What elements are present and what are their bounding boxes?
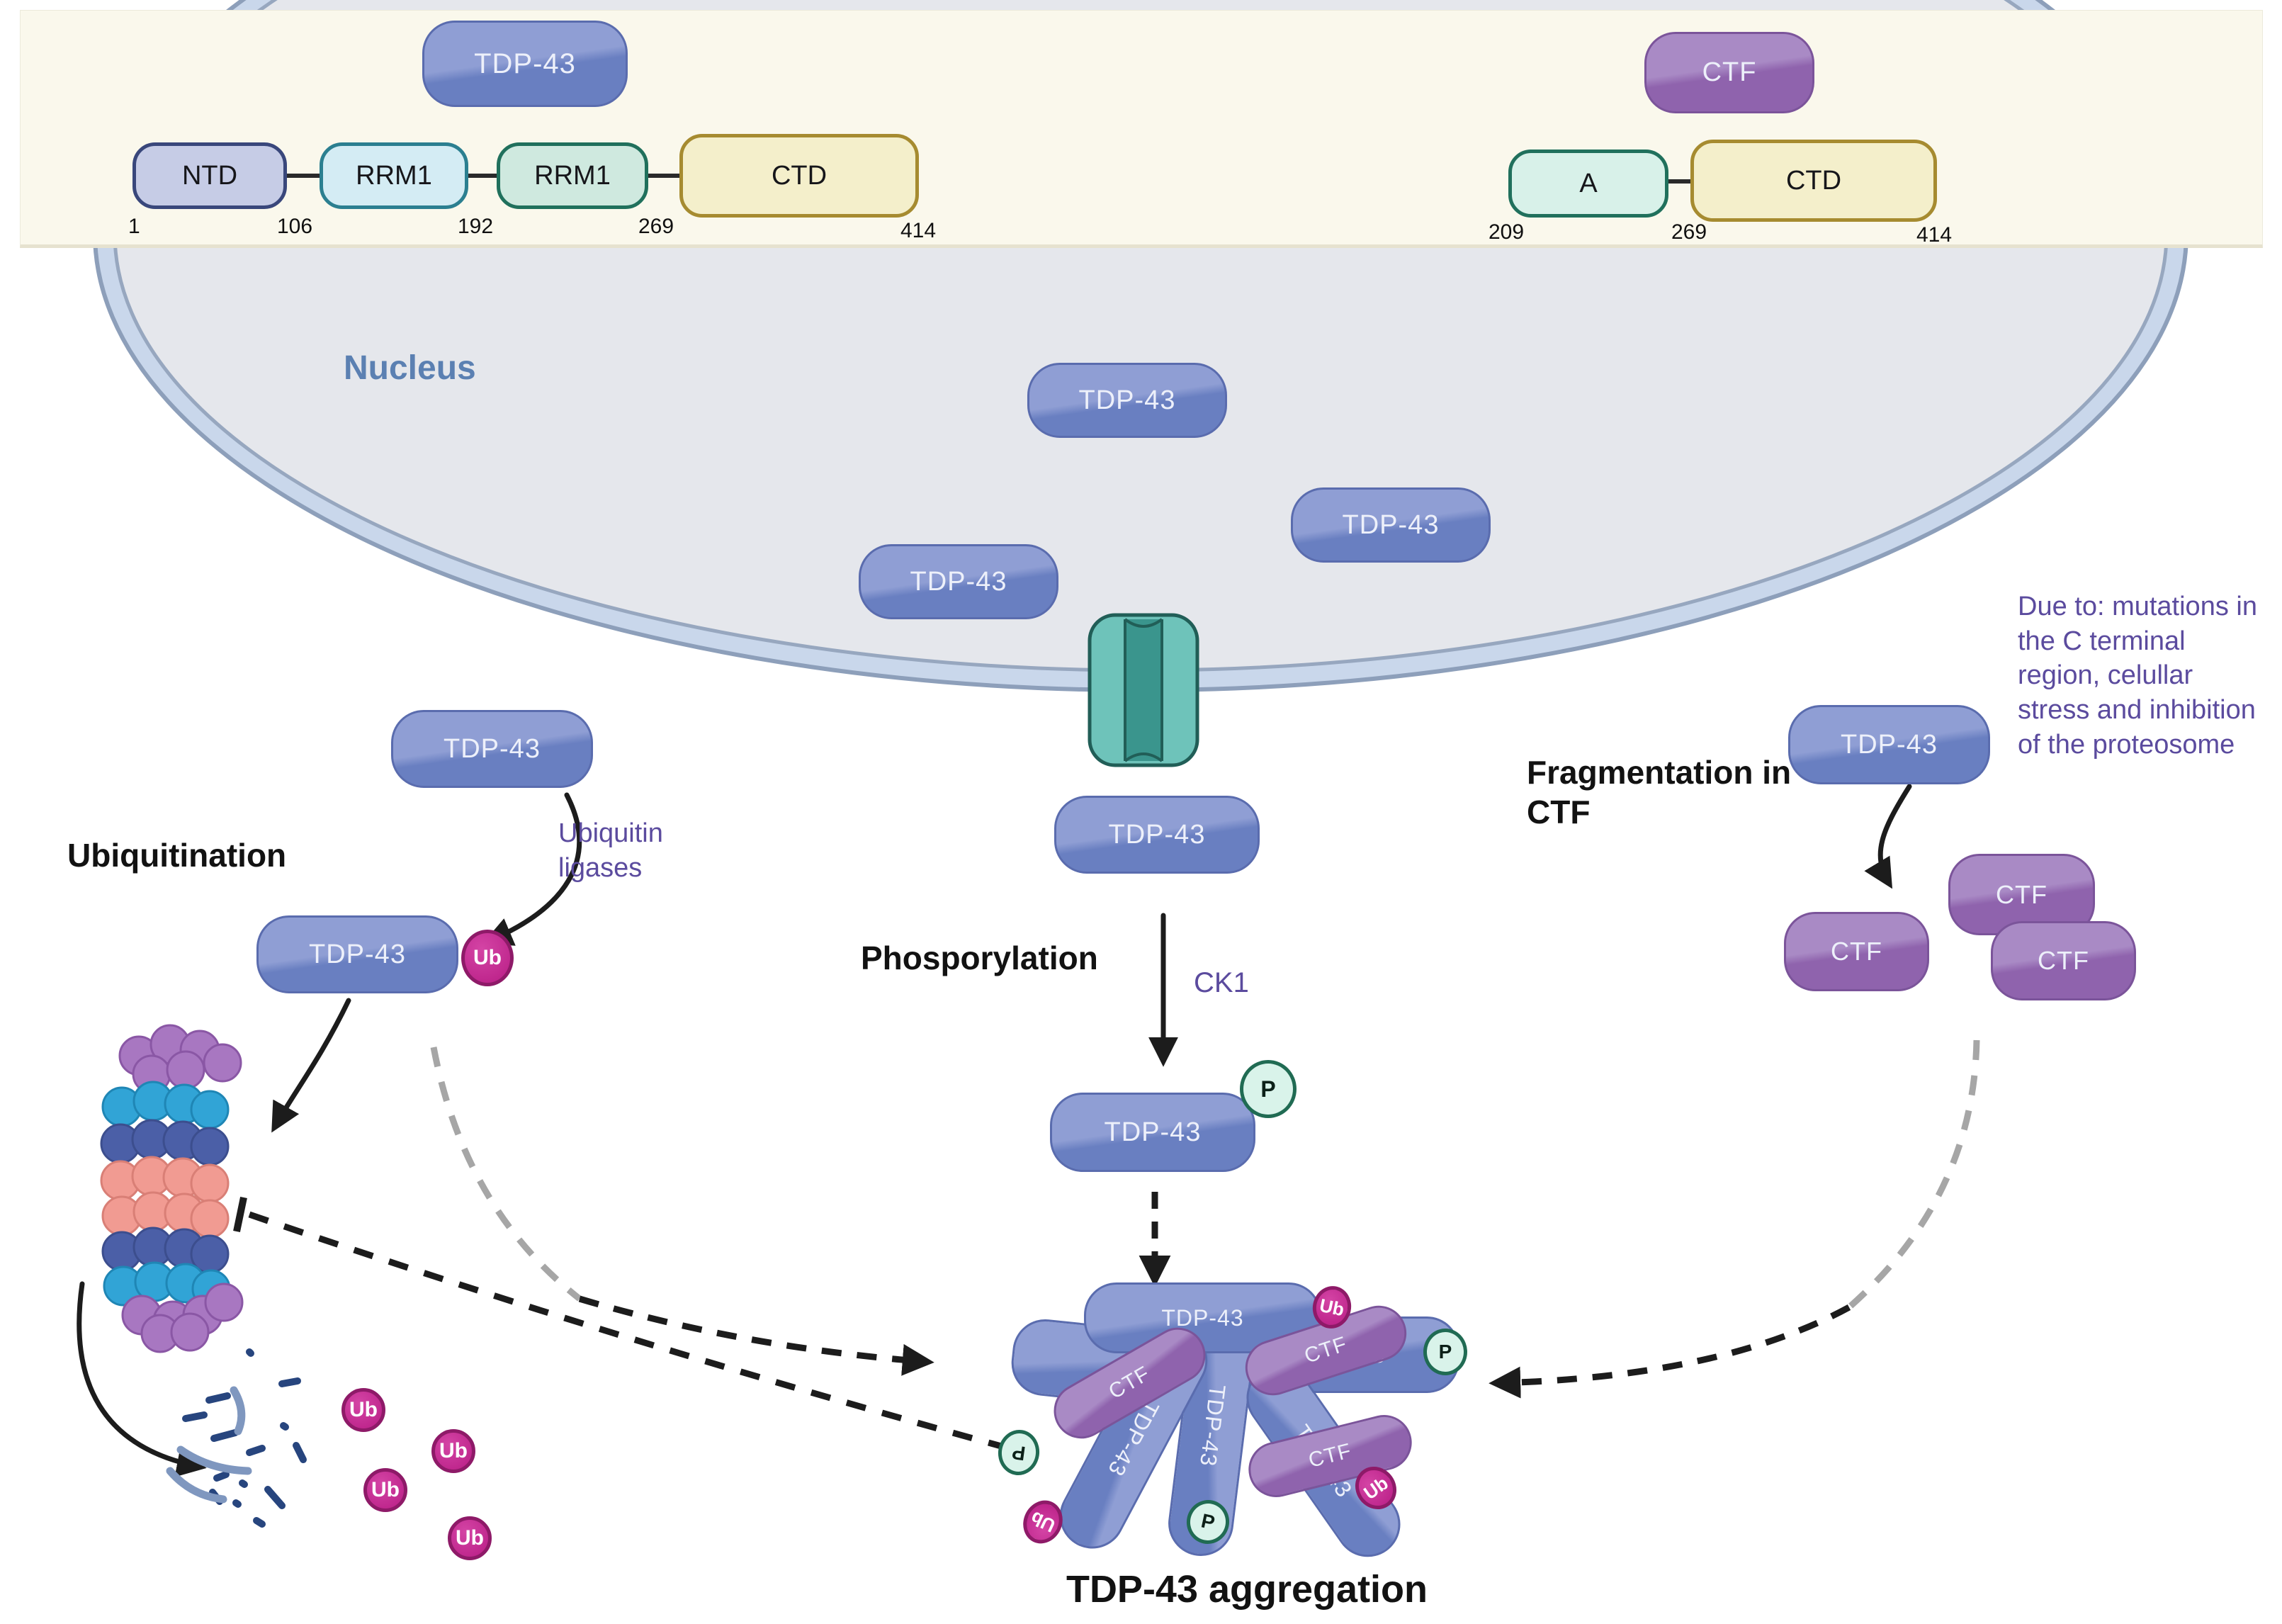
nucleus-label: Nucleus [344, 349, 476, 387]
domain-ctd-label: CTD [771, 160, 827, 191]
ub-badge-label: Ub [1318, 1294, 1347, 1320]
dashed-proteasome-to-aggregate [248, 1211, 1010, 1452]
pill-label: CTF [1301, 1332, 1350, 1368]
phosphorylation-heading: Phosporylation [861, 940, 1098, 976]
domain-ctd-ctf: CTD [1690, 140, 1937, 222]
pill-label: TDP-43 [1104, 1117, 1202, 1147]
nuclear-pore-icon [1088, 613, 1199, 767]
dashed-ctf-to-aggregate [1489, 1304, 1851, 1399]
arrow-to-proteasome [271, 998, 351, 1133]
free-ub-badge: Ub [341, 1388, 385, 1432]
degraded-fragments-icon [166, 1348, 307, 1528]
arrow-ubiquitin-ligase [482, 792, 582, 946]
dashed-ubiquitination-to-aggregate-gray [430, 1047, 582, 1302]
residue-209: 209 [1489, 220, 1525, 244]
free-ub-badge: Ub [363, 1468, 407, 1512]
arrow-to-fragments [77, 1281, 207, 1477]
pill-label: TDP-43 [910, 566, 1007, 597]
p-badge-label: P [1438, 1341, 1452, 1363]
ub-badge: Ub [461, 930, 514, 986]
ub-badge-label: Ub [473, 946, 502, 969]
p-badge-label: P [1010, 1440, 1027, 1465]
ctf-title-pill: CTF [1644, 32, 1814, 113]
domain-rrm1: RRM1 [320, 142, 468, 209]
ubiquitination-heading: Ubiquitination [67, 837, 287, 874]
domain-connector [287, 174, 320, 178]
domain-rrm1b-label: RRM1 [534, 160, 611, 191]
pill-label: TDP-43 [1841, 729, 1938, 760]
domain-rrm1b: RRM1 [497, 142, 648, 209]
ub-badge-label: Ub [456, 1526, 484, 1550]
ctf-pill: CTF [1784, 912, 1929, 991]
pill-label: TDP-43 [1161, 1304, 1244, 1331]
domain-rrm1-label: RRM1 [356, 160, 432, 191]
tdp43-pill-fragmentation: TDP-43 [1788, 705, 1990, 784]
pill-label: CTF [2038, 946, 2089, 975]
p-badge-label: P [1260, 1076, 1276, 1102]
domain-connector [468, 174, 497, 178]
aggregation-heading: TDP-43 aggregation [1066, 1568, 1428, 1611]
ubiquitin-ligases-label: Ubiquitin ligases [558, 818, 663, 883]
aggregate-p-badge: P [1423, 1329, 1467, 1375]
domain-ctd-ctf-label: CTD [1785, 165, 1842, 196]
tdp43-pill-phosphorylated: TDP-43 [1050, 1093, 1255, 1172]
tdp43-pill-nucleus: TDP-43 [1291, 487, 1491, 563]
domain-a-label: A [1579, 168, 1598, 198]
dashed-ctf-to-aggregate-gray [1847, 1039, 1980, 1310]
dashed-ubiquitination-to-aggregate [578, 1295, 934, 1376]
domain-a: A [1508, 150, 1668, 218]
domain-ntd: NTD [132, 142, 287, 209]
pill-label: TDP-43 [309, 939, 406, 969]
pill-label: CTF [1105, 1361, 1155, 1404]
fragmentation-heading: Fragmentation in CTF [1527, 754, 1792, 831]
ub-badge-label: Ub [1027, 1507, 1058, 1538]
tdp43-pill-ubiquitinated: TDP-43 [256, 915, 458, 993]
pill-label: CTF [1996, 879, 2047, 909]
arrow-to-ctf [1864, 784, 1912, 889]
tdp43-pill-cytoplasm: TDP-43 [1054, 796, 1260, 874]
pill-label: TDP-43 [1078, 385, 1176, 415]
residue-269: 269 [638, 215, 674, 238]
pill-label: TDP-43 [1108, 819, 1206, 850]
residue-192: 192 [458, 215, 494, 238]
ub-badge-label: Ub [439, 1439, 468, 1462]
residue-269b: 269 [1671, 220, 1707, 244]
domain-connector [648, 174, 679, 178]
domain-map-banner: TDP-43 NTD RRM1 RRM1 CTD 1 106 192 269 4… [20, 10, 2263, 248]
tdp43-pill-nucleus: TDP-43 [859, 544, 1058, 619]
phospho-badge: P [1240, 1060, 1297, 1118]
dashed-proteasome-tick [233, 1196, 247, 1233]
tdp43-title-label: TDP-43 [474, 47, 576, 79]
ub-badge-label: Ub [349, 1398, 378, 1421]
ub-badge-label: Ub [1359, 1472, 1392, 1504]
domain-connector [1668, 179, 1690, 184]
proteasome-icon [100, 1024, 244, 1353]
residue-414b: 414 [1916, 223, 1953, 247]
pill-label: CTF [1306, 1439, 1355, 1472]
pill-label: TDP-43 [444, 733, 541, 764]
ctf-title-label: CTF [1702, 57, 1757, 87]
residue-414: 414 [900, 219, 937, 242]
tdp43-pill-ubiquitination: TDP-43 [391, 710, 593, 788]
fragmentation-note: Due to: mutations in the C terminal regi… [2018, 592, 2257, 760]
residue-1: 1 [128, 215, 140, 238]
free-ub-badge: Ub [448, 1516, 492, 1560]
residue-106: 106 [277, 215, 313, 238]
pill-label: TDP-43 [1342, 509, 1440, 540]
ub-badge-label: Ub [371, 1478, 400, 1501]
ck1-label: CK1 [1194, 967, 1249, 998]
free-ub-badge: Ub [431, 1429, 475, 1473]
domain-ctd: CTD [679, 134, 919, 218]
domain-ntd-label: NTD [181, 160, 238, 191]
p-badge-label: P [1199, 1509, 1217, 1534]
pill-label: TDP-43 [1195, 1383, 1231, 1468]
tdp43-fulllength-title-pill: TDP-43 [422, 21, 628, 107]
pill-label: CTF [1831, 937, 1882, 966]
ctf-pill: CTF [1991, 921, 2136, 1000]
tdp43-pill-nucleus: TDP-43 [1027, 363, 1227, 438]
